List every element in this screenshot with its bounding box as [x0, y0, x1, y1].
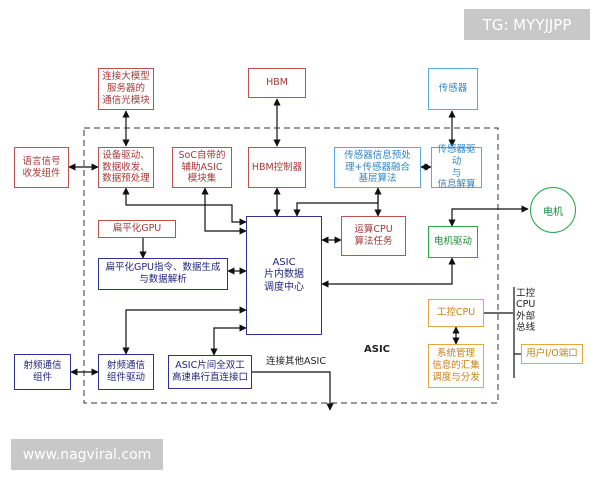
- system-mgmt-box: 系统管理 信息的汇集 调度与分发: [428, 344, 484, 388]
- rf-driver-box: 射频通信 组件驱动: [98, 354, 154, 390]
- rf-component-box: 射频通信 组件: [14, 354, 71, 390]
- asic-boundary-label: ASIC: [364, 344, 391, 355]
- watermark-site: www.nagviral.com: [11, 439, 163, 470]
- compute-cpu-box: 运算CPU 算法任务: [341, 216, 406, 256]
- hbm-controller-box: HBM控制器: [248, 147, 306, 188]
- watermark-tg: TG: MYYJJPP: [464, 9, 590, 40]
- control-cpu-box: 工控CPU: [428, 299, 484, 327]
- sensor-box: 传感器: [428, 68, 478, 110]
- asic-scheduler-box: ASIC 片内数据 调度中心: [246, 216, 322, 335]
- hbm-box: HBM: [248, 68, 306, 98]
- serial-link-box: ASIC片间全双工 高速串行直连接口: [168, 355, 252, 389]
- soc-asic-box: SoC自带的 辅助ASIC 模块集: [172, 147, 232, 188]
- device-driver-box: 设备驱动、 数据收发、 数据预处理: [98, 147, 154, 188]
- voice-signal-box: 语言信号 收发组件: [14, 147, 69, 188]
- asic-boundary: [83, 127, 499, 404]
- sensor-driver-box: 传感器驱动 与 信息解算: [431, 144, 482, 190]
- sensor-fusion-box: 传感器信息预处 理+传感器融合 基层算法: [334, 147, 421, 188]
- flat-gpu-box: 扁平化GPU: [98, 220, 176, 238]
- bus-label: 工控 CPU 外部 总线: [516, 288, 536, 334]
- connect-other-asic-label: 连接其他ASIC: [266, 356, 326, 367]
- motor-circle: 电机: [530, 187, 576, 233]
- gpu-command-box: 扁平化GPU指令、数据生成 与数据解析: [98, 258, 228, 290]
- user-io-box: 用户I/O端口: [521, 344, 583, 364]
- comm-optical-module: 连接大模型 服务器的 通信光模块: [98, 68, 154, 110]
- motor-drive-box: 电机驱动: [428, 226, 478, 258]
